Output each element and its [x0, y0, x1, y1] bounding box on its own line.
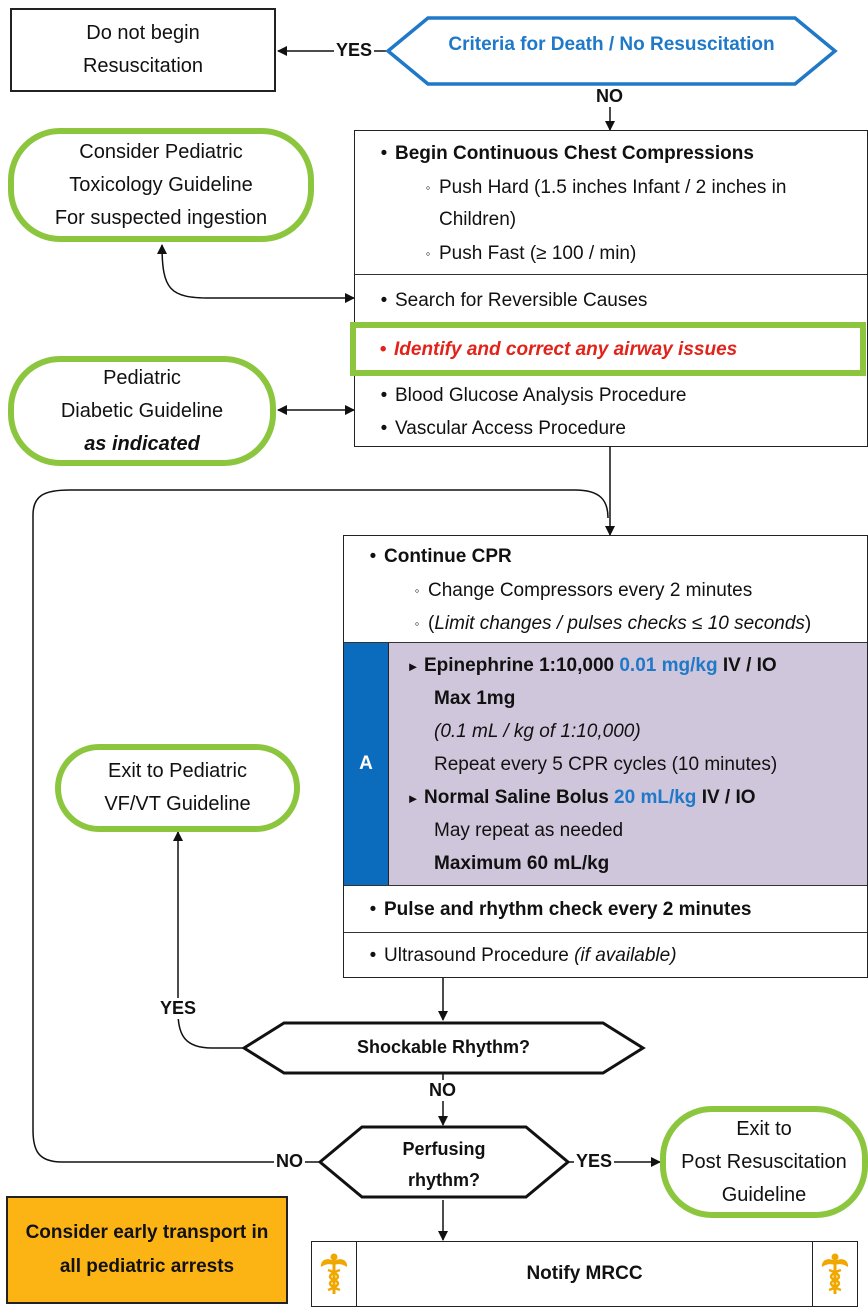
perfusing-decision-shape [317, 1125, 571, 1199]
criteria-label: Criteria for Death / No Resuscitation [448, 34, 775, 55]
no-label-shockable: NO [427, 1080, 458, 1101]
no-resuscitation-line1: Do not begin [86, 22, 200, 44]
reversible-causes-text: Search for Reversible Causes [395, 290, 648, 311]
diabetic-line3: as indicated [84, 432, 200, 455]
post-resus-line2: Post Resuscitation [681, 1150, 847, 1173]
saline-route: IV / IO [696, 787, 756, 808]
push-fast-text: Push Fast (≥ 100 / min) [439, 243, 637, 264]
push-hard-text-cont: Children) [439, 209, 517, 230]
saline-repeat: May repeat as needed [434, 820, 624, 841]
epinephrine-repeat: Repeat every 5 CPR cycles (10 minutes) [434, 754, 778, 775]
limit-changes-text: Limit changes / pulses checks ≤ 10 secon… [434, 613, 805, 634]
divider [344, 885, 867, 886]
no-label-perfusing: NO [274, 1151, 305, 1172]
no-resuscitation-box: Do not begin Resuscitation [10, 8, 276, 92]
criteria-decision-shape [385, 16, 838, 86]
notify-mrcc-label: Notify MRCC [526, 1263, 643, 1284]
diabetic-line2: Diabetic Guideline [60, 399, 224, 422]
airway-highlight-box: •Identify and correct any airway issues [350, 322, 866, 376]
change-compressors-text: Change Compressors every 2 minutes [428, 580, 753, 601]
airway-text: Identify and correct any airway issues [394, 339, 738, 360]
yes-label-top: YES [334, 40, 375, 61]
toxicology-line1: Consider Pediatric [79, 140, 243, 163]
vfvt-line2: VF/VT Guideline [104, 793, 251, 815]
epinephrine-text: Epinephrine 1:10,000 [424, 655, 620, 676]
toxicology-line2: Toxicology Guideline [69, 173, 253, 196]
early-transport-line2: all pediatric arrests [59, 1256, 235, 1277]
toxicology-guideline-pill: Consider Pediatric Toxicology Guideline … [8, 128, 314, 242]
post-resus-line3: Guideline [721, 1183, 807, 1206]
shockable-decision-shape [241, 1021, 646, 1075]
divider [344, 932, 867, 933]
yes-label-perfusing: YES [574, 1151, 615, 1172]
epinephrine-route: IV / IO [717, 655, 777, 676]
divider [344, 642, 867, 643]
saline-text: Normal Saline Bolus [424, 787, 615, 808]
glucose-procedure-text: Blood Glucose Analysis Procedure [395, 385, 687, 406]
post-resus-line1: Exit to [736, 1117, 792, 1140]
a-level-tag: A [344, 643, 389, 885]
epinephrine-dose: 0.01 mg/kg [619, 655, 718, 676]
caduceus-icon [312, 1242, 357, 1306]
continue-cpr-heading: Continue CPR [384, 546, 512, 567]
push-hard-text: Push Hard (1.5 inches Infant / 2 inches … [439, 177, 787, 198]
no-label-top: NO [594, 86, 625, 107]
epinephrine-max: Max 1mg [434, 688, 516, 709]
yes-label-shockable: YES [158, 998, 199, 1019]
medication-section: A ►Epinephrine 1:10,000 0.01 mg/kg IV / … [344, 643, 867, 885]
limit-close-paren: ) [804, 613, 812, 634]
perfusing-rhythm-label: Perfusing rhythm? [320, 1134, 568, 1196]
vfvt-guideline-pill: Exit to Pediatric VF/VT Guideline [55, 744, 300, 832]
perfusing-line2: rhythm? [408, 1170, 480, 1190]
compressions-heading: Begin Continuous Chest Compressions [395, 143, 754, 164]
perfusing-line1: Perfusing [402, 1139, 486, 1159]
saline-max: Maximum 60 mL/kg [434, 853, 610, 874]
diabetic-line1: Pediatric [103, 366, 181, 389]
compressions-box: •Begin Continuous Chest Compressions ◦Pu… [354, 130, 868, 447]
vfvt-line1: Exit to Pediatric [108, 760, 247, 782]
limit-open-paren: ( [428, 613, 435, 634]
ultrasound-text: Ultrasound Procedure [384, 945, 575, 966]
arrow-toxicology [157, 244, 355, 303]
vascular-access-text: Vascular Access Procedure [395, 418, 626, 439]
no-resuscitation-line2: Resuscitation [82, 55, 204, 77]
pulse-check-text: Pulse and rhythm check every 2 minutes [384, 899, 752, 920]
shockable-rhythm-label: Shockable Rhythm? [356, 1037, 531, 1057]
epinephrine-concentration: (0.1 mL / kg of 1:10,000) [434, 721, 641, 742]
caduceus-icon [812, 1242, 857, 1306]
diabetic-guideline-pill: Pediatric Diabetic Guideline as indicate… [8, 356, 276, 466]
divider [355, 274, 867, 275]
post-resuscitation-pill: Exit to Post Resuscitation Guideline [660, 1106, 868, 1218]
cpr-box: •Continue CPR ◦Change Compressors every … [343, 535, 868, 978]
notify-mrcc-box: Notify MRCC [311, 1241, 858, 1307]
saline-dose: 20 mL/kg [614, 787, 697, 808]
early-transport-box: Consider early transport in all pediatri… [6, 1196, 288, 1304]
ultrasound-note: (if available) [574, 945, 677, 966]
toxicology-line3: For suspected ingestion [54, 206, 268, 229]
arrow-loop-back [32, 489, 609, 1163]
early-transport-line1: Consider early transport in [25, 1222, 269, 1243]
